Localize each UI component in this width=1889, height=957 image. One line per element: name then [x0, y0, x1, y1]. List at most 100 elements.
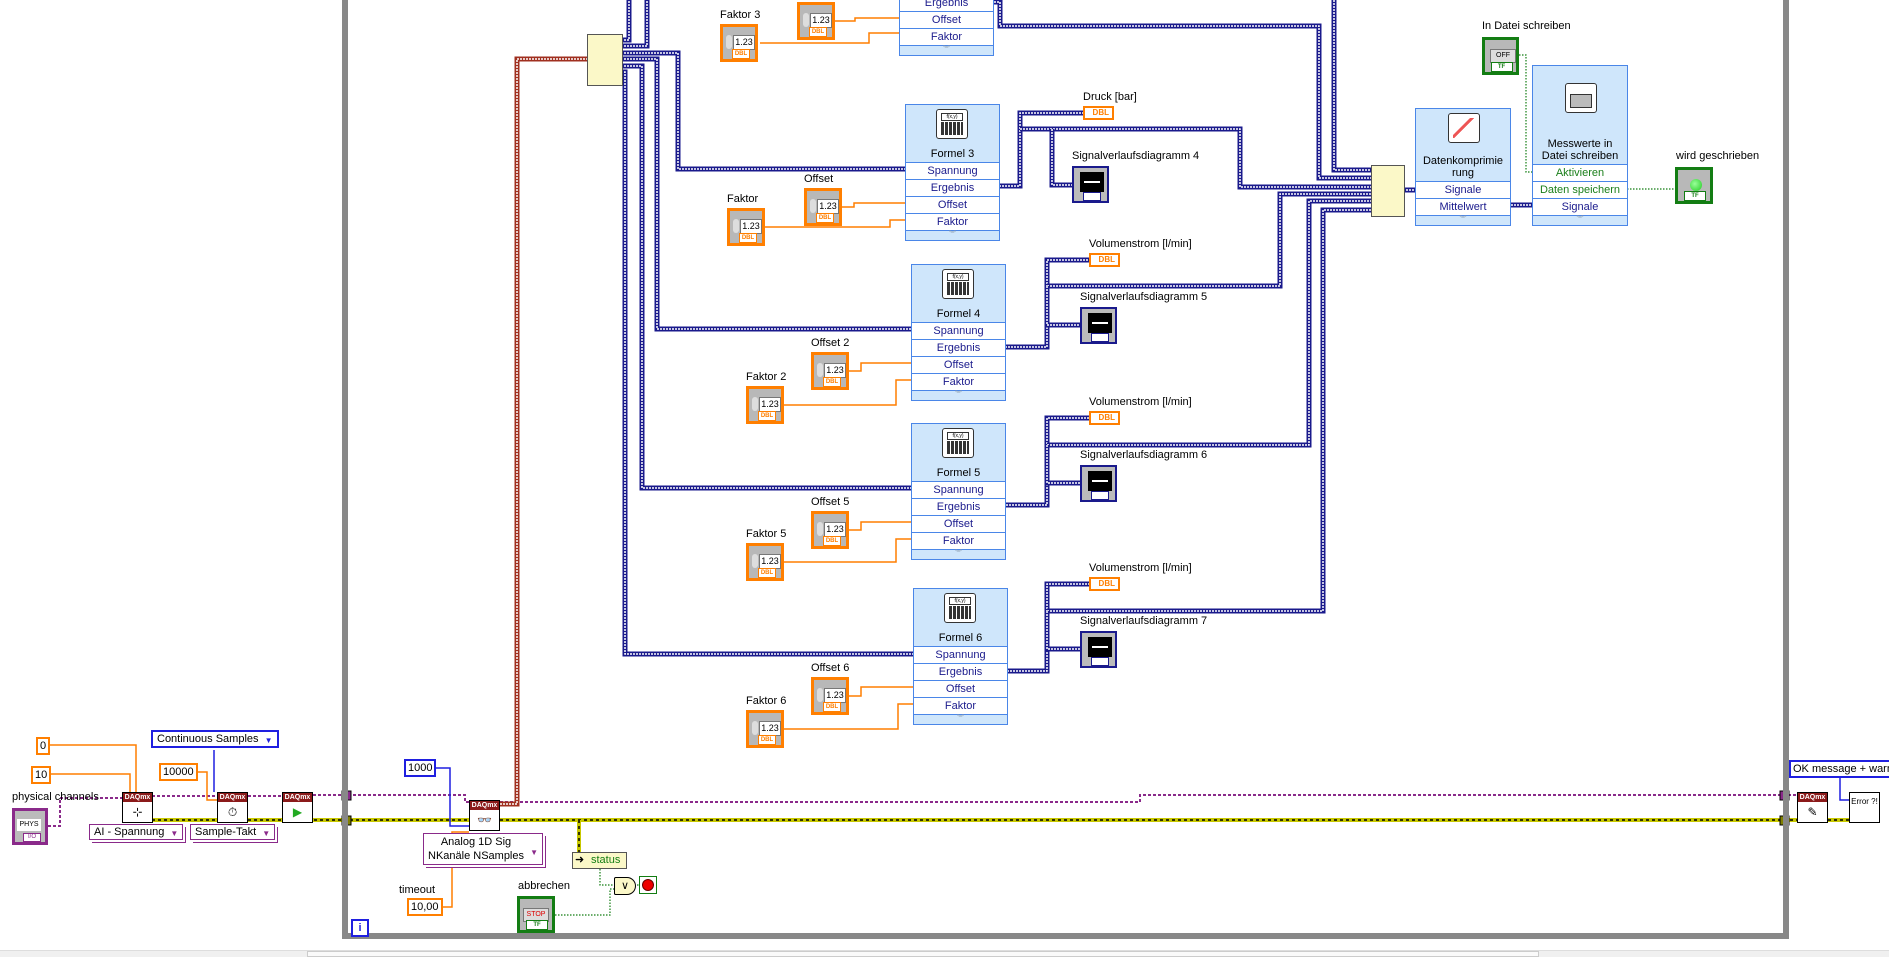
waveform-chart-terminal[interactable]	[1080, 465, 1117, 502]
numeric-wire[interactable]	[849, 686, 913, 697]
error-dialog-mode-constant[interactable]: OK message + warnings	[1789, 760, 1889, 778]
daqmx-create-channel-vi[interactable]: DAQmx⊹	[122, 792, 153, 823]
sample-mode-ring[interactable]: Continuous Samples▼	[151, 730, 279, 748]
stop-button-control[interactable]: STOP TF	[517, 896, 555, 933]
terminal-ergebnis[interactable]: Ergebnis	[906, 179, 999, 196]
expand-handle[interactable]: ︾	[1416, 215, 1510, 225]
terminal-spannung[interactable]: Spannung	[914, 646, 1007, 663]
boolean-wire[interactable]	[599, 869, 614, 886]
dropdown-arrow-icon[interactable]: ▼	[262, 829, 271, 838]
signal-wire[interactable]	[1047, 209, 1371, 612]
terminal-offset[interactable]: Offset	[914, 680, 1007, 697]
data-wire[interactable]	[500, 58, 587, 805]
terminal-offset[interactable]: Offset	[912, 356, 1005, 373]
signal-wire[interactable]	[1047, 200, 1371, 446]
terminal-ergebnis[interactable]: Ergebnis	[912, 498, 1005, 515]
read-mode-ring[interactable]: Analog 1D Sig NKanäle NSamples▼	[423, 833, 543, 865]
terminal-offset[interactable]: Offset	[900, 11, 993, 28]
timing-type-ring[interactable]: Sample-Takt▼	[190, 824, 276, 840]
express-vi-write-file[interactable]: Messwerte in Datei schreiben Aktivieren …	[1532, 65, 1628, 226]
numeric-wire[interactable]	[435, 767, 469, 827]
numeric-wire[interactable]	[195, 771, 217, 801]
simple-error-handler-vi[interactable]: Error ?!	[1849, 792, 1880, 823]
build-array-node-left[interactable]	[587, 34, 623, 86]
expand-handle[interactable]: ︾	[912, 549, 1005, 559]
task-wire[interactable]	[500, 794, 1797, 803]
waveform-chart-terminal[interactable]	[1080, 307, 1117, 344]
expand-handle[interactable]: ︾	[906, 230, 999, 240]
expand-handle[interactable]: ︾	[900, 45, 993, 55]
loop-condition-terminal[interactable]	[639, 876, 657, 894]
signal-wire[interactable]	[621, 58, 911, 330]
boolean-wire[interactable]	[555, 888, 614, 916]
min-constant[interactable]: 0	[36, 737, 51, 755]
terminal-spannung[interactable]: Spannung	[906, 162, 999, 179]
expand-handle[interactable]: ︾	[912, 390, 1005, 400]
daqmx-clear-task-vi[interactable]: DAQmx✎	[1797, 792, 1828, 823]
numeric-wire[interactable]	[49, 773, 131, 792]
enum-wire[interactable]	[1839, 777, 1849, 801]
terminal-faktor[interactable]: Faktor	[912, 532, 1005, 549]
signal-wire[interactable]	[621, 71, 913, 655]
terminal-ergebnis[interactable]: Ergebnis	[900, 0, 993, 11]
task-wire[interactable]	[313, 794, 469, 803]
numeric-wire[interactable]	[784, 379, 911, 406]
signal-wire[interactable]	[1046, 445, 1080, 484]
timeout-constant[interactable]: 10,00	[407, 898, 443, 916]
dropdown-arrow-icon[interactable]: ▼	[170, 829, 179, 838]
or-gate[interactable]: ∨	[614, 877, 636, 895]
build-array-node-right[interactable]	[1371, 165, 1405, 217]
signal-wire[interactable]	[1007, 583, 1089, 672]
signal-wire[interactable]	[1046, 286, 1080, 326]
output-daten-speichern[interactable]: Daten speichern	[1533, 181, 1627, 198]
scrollbar-thumb[interactable]	[307, 951, 1539, 957]
terminal-spannung[interactable]: Spannung	[912, 322, 1005, 339]
numeric-wire[interactable]	[760, 32, 899, 44]
signal-wire[interactable]	[994, 1, 1371, 179]
waveform-chart-terminal[interactable]	[1080, 631, 1117, 668]
input-aktivieren[interactable]: Aktivieren	[1533, 164, 1627, 181]
input-signale[interactable]: Signale	[1533, 198, 1627, 215]
signal-wire[interactable]	[621, 65, 911, 489]
signal-wire[interactable]	[1333, 0, 1371, 171]
signal-wire[interactable]	[999, 112, 1083, 187]
numeric-wire[interactable]	[784, 703, 913, 730]
terminal-offset[interactable]: Offset	[906, 196, 999, 213]
sample-rate-constant[interactable]: 10000	[159, 763, 198, 781]
terminal-offset[interactable]: Offset	[912, 515, 1005, 532]
signal-wire[interactable]	[1046, 611, 1080, 650]
terminal-ergebnis[interactable]: Ergebnis	[914, 663, 1007, 680]
numeric-wire[interactable]	[784, 538, 911, 563]
numeric-wire[interactable]	[842, 202, 905, 208]
terminal-faktor[interactable]: Faktor	[900, 28, 993, 45]
terminal-faktor[interactable]: Faktor	[914, 697, 1007, 714]
terminal-faktor[interactable]: Faktor	[912, 373, 1005, 390]
physical-channels-control[interactable]: PHYS I/O	[12, 808, 48, 845]
max-constant[interactable]: 10	[31, 766, 52, 784]
numeric-wire[interactable]	[441, 831, 469, 908]
unbundle-status[interactable]: ➜ status	[572, 852, 627, 869]
input-signale[interactable]: Signale	[1416, 181, 1510, 198]
output-mittelwert[interactable]: Mittelwert	[1416, 198, 1510, 215]
write-toggle-control[interactable]: OFF TF	[1482, 37, 1519, 75]
terminal-spannung[interactable]: Spannung	[912, 481, 1005, 498]
terminal-faktor[interactable]: Faktor	[906, 213, 999, 230]
dropdown-arrow-icon[interactable]: ▼	[264, 736, 273, 745]
expand-handle[interactable]: ︾	[914, 714, 1007, 724]
numeric-wire[interactable]	[849, 521, 911, 531]
task-wire[interactable]	[48, 797, 122, 827]
